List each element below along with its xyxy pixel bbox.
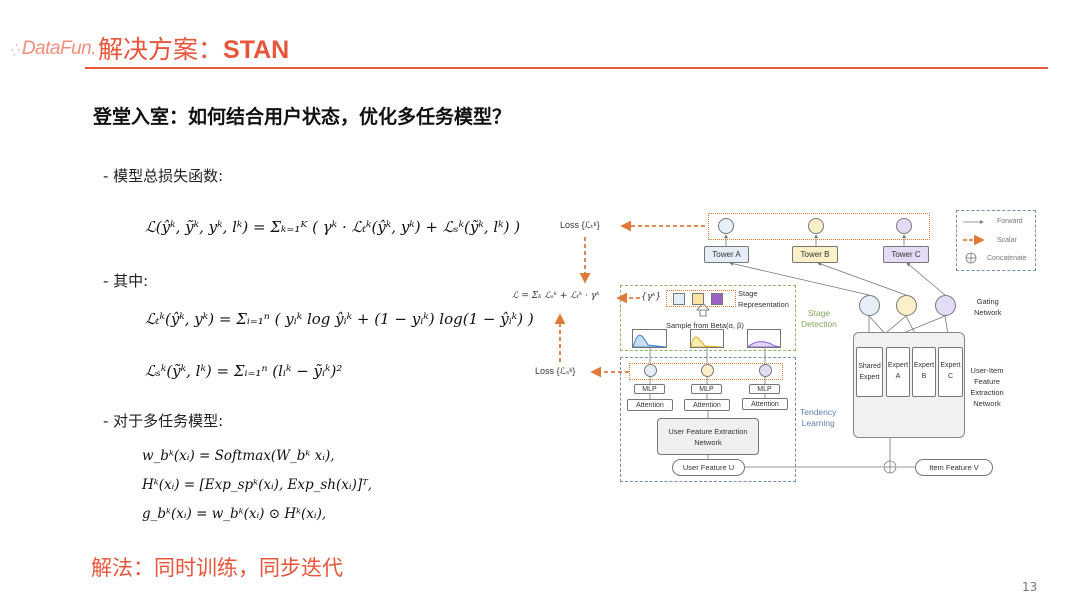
beta-frame-a — [632, 329, 667, 348]
tendency-c-output — [759, 364, 772, 377]
mlp-c: MLP — [749, 384, 780, 394]
tower-a: Tower A — [704, 246, 749, 263]
total-loss-label: - 模型总损失函数: — [103, 167, 224, 185]
title-divider — [85, 67, 1048, 69]
tower-b: Tower B — [792, 246, 838, 263]
tower-c: Tower C — [883, 246, 929, 263]
g-formula: g_bᵏ(xᵢ) = w_bᵏ(xᵢ) ⊙ Hᵏ(xᵢ), — [142, 506, 327, 522]
user-feature-input: User Feature U — [672, 459, 745, 476]
mlp-b: MLP — [691, 384, 722, 394]
tower-a-output — [718, 218, 734, 234]
gating-a-icon — [859, 295, 880, 316]
beta-plot-b — [690, 336, 723, 348]
beta-plot-a — [632, 334, 667, 348]
beta-plot-c — [746, 341, 781, 348]
page-number: 13 — [1022, 580, 1038, 594]
beta-frame-b — [690, 329, 724, 348]
tendency-learning-box — [620, 357, 796, 482]
solution-text: 解法：同时训练，同步迭代 — [91, 556, 343, 580]
loss-t-formula: ℒₜᵏ(ŷᵏ, yᵏ) = Σᵢ₌₁ⁿ ( yᵢᵏ log ŷᵢᵏ + (1 −… — [145, 310, 534, 328]
gating-c-icon — [935, 295, 956, 316]
legend-icons — [963, 220, 985, 264]
beta-frame-c — [747, 329, 781, 348]
legend-forward: Forward — [997, 218, 1023, 225]
stage-detection-box — [620, 285, 796, 351]
h-formula: Hᵏ(xᵢ) = [Exp_spᵏ(xᵢ), Exp_sh(xᵢ)]ᵀ, — [142, 477, 373, 493]
attention-b: Attention — [684, 399, 730, 411]
legend-scalar: Scalar — [997, 237, 1017, 244]
datafun-logo: ⁛ DataFun. — [10, 38, 96, 59]
sample-beta-label: Sample from Beta(α, β) — [666, 321, 744, 330]
tower-c-output — [896, 218, 912, 234]
total-loss-diagram: ℒ = Σₖ ℒₛᵏ + ℒₜᵏ · γᵏ — [512, 291, 600, 301]
tendency-b-output — [701, 364, 714, 377]
stage-rep-c — [711, 293, 723, 305]
mlp-a: MLP — [634, 384, 665, 394]
tower-b-output — [808, 218, 824, 234]
gamma-label: {γᵏ} — [641, 292, 662, 302]
stage-rep-a — [673, 293, 685, 305]
attention-a: Attention — [627, 399, 673, 411]
slide-title: 解决方案：STAN — [98, 35, 290, 64]
legend: Forward Scalar Concatenate — [956, 210, 1036, 271]
where-label: - 其中: — [103, 272, 149, 290]
attention-c: Attention — [742, 398, 788, 410]
item-feature-input: Item Feature V — [915, 459, 993, 476]
tower-output-group — [708, 213, 930, 240]
loss-s-formula: ℒₛᵏ(ỹᵏ, lᵏ) = Σᵢ₌₁ⁿ (lᵢᵏ − ỹᵢᵏ)² — [145, 362, 343, 380]
w-formula: w_bᵏ(xᵢ) = Softmax(W_bᵏ xᵢ), — [142, 448, 335, 464]
stage-representation-group — [666, 290, 736, 307]
multitask-label: - 对于多任务模型: — [103, 412, 224, 430]
loss-s-label: Loss {ℒₛᵏ} — [535, 366, 576, 376]
tendency-a-output — [644, 364, 657, 377]
gating-b-icon — [896, 295, 917, 316]
slide-question: 登堂入室：如何结合用户状态，优化多任务模型？ — [93, 106, 512, 128]
loss-t-label: Loss {ℒₜᵏ} — [560, 220, 600, 230]
legend-concatenate: Concatenate — [987, 255, 1027, 262]
stage-rep-b — [692, 293, 704, 305]
total-loss-formula: ℒ(ŷᵏ, ỹᵏ, yᵏ, lᵏ) = Σₖ₌₁ᴷ ( γᵏ · ℒₜᵏ(ŷᵏ,… — [145, 218, 521, 236]
tendency-output-group — [629, 363, 783, 380]
